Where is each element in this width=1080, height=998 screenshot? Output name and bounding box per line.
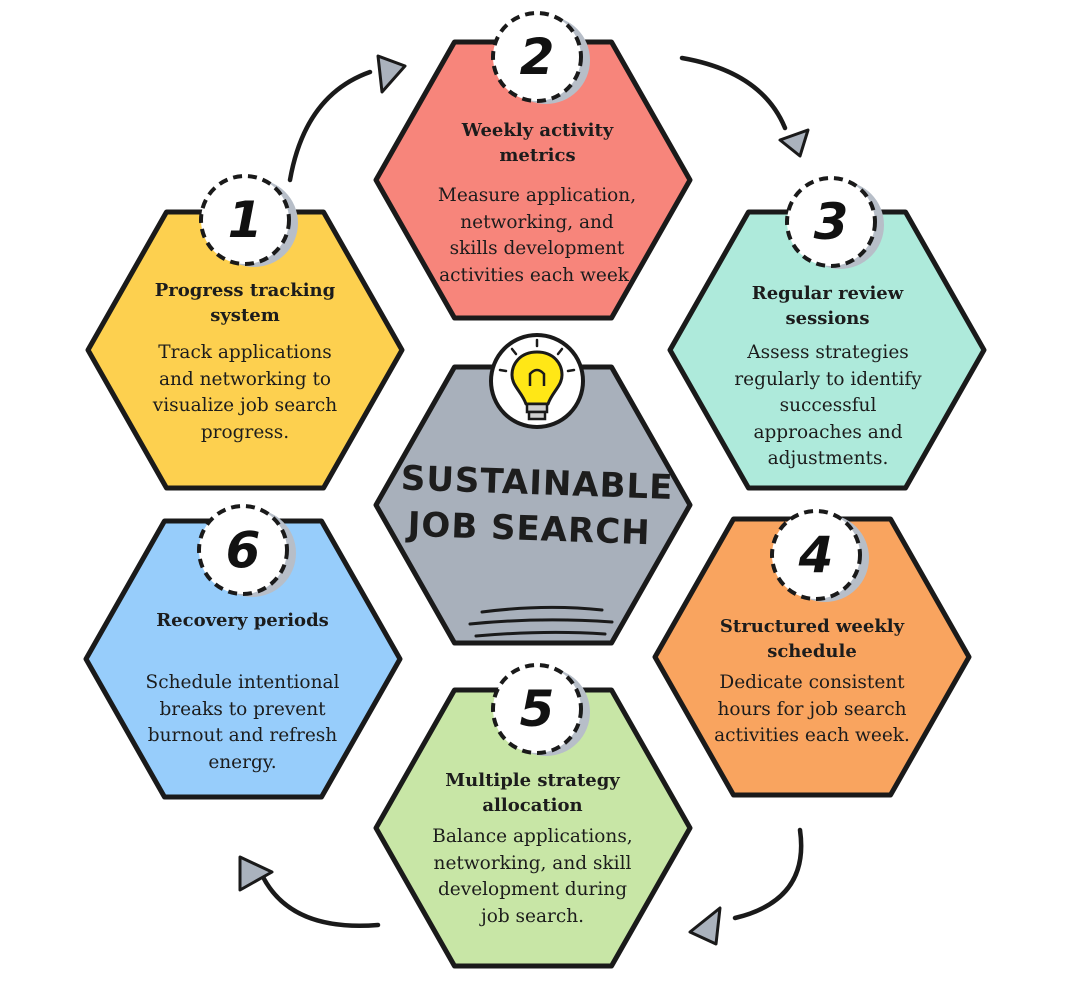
step-title-line: Progress tracking	[154, 280, 336, 301]
center-scribble	[468, 605, 614, 638]
step-title-6: Recovery periods	[90, 608, 395, 633]
step-description-3: Assess strategies regularly to identify su…	[668, 340, 988, 473]
step-description-line: burnout and refresh	[147, 725, 338, 746]
step-description-line: hours for job search	[717, 698, 907, 720]
step-title-4: Structured weekly schedule	[662, 614, 962, 664]
step-description-line: Track applications	[158, 342, 332, 363]
step-hexagon-2	[373, 39, 693, 321]
step-description-line: skills development	[449, 238, 625, 259]
cycle-arrow-1	[287, 69, 373, 183]
step-hexagon-4	[652, 516, 972, 798]
step-number-3: 3	[813, 193, 849, 251]
step-hexagon-3	[667, 209, 987, 491]
step-number-5: 5	[519, 680, 555, 738]
step-title-5: Multiple strategy allocation	[385, 768, 680, 818]
step-title-line: sessions	[785, 308, 870, 329]
step-description-6: Schedule intentional breaks to prevent bur…	[85, 670, 400, 776]
arrow-head-icon	[376, 54, 407, 94]
step-description-line: networking, and	[460, 211, 614, 233]
step-description-line: job search.	[480, 905, 585, 927]
step-description-line: successful	[779, 395, 877, 416]
step-badge-5	[491, 663, 583, 755]
step-hexagon-5	[373, 687, 693, 969]
arrow-head-icon	[238, 855, 274, 892]
step-number-1: 1	[227, 191, 263, 249]
cycle-arrow-3	[732, 827, 804, 921]
step-title-line: metrics	[499, 145, 576, 166]
step-hexagon-1	[85, 209, 405, 491]
step-description-line: adjustments.	[767, 448, 889, 469]
step-description-line: activities each week.	[714, 725, 910, 746]
step-description-line: and networking to	[158, 368, 332, 390]
step-badge-2	[491, 11, 583, 103]
center-title: SUSTAINABLE JOB SEARCH	[398, 455, 674, 556]
step-description-line: breaks to prevent	[159, 698, 326, 720]
step-title-line: Recovery periods	[156, 610, 329, 631]
center-hexagon	[373, 364, 693, 646]
step-description-4: Dedicate consistent hours for job search a…	[662, 670, 962, 750]
step-title-line: allocation	[482, 795, 583, 816]
arrow-head-icon	[688, 906, 722, 946]
step-title-3: Regular review sessions	[665, 281, 990, 331]
step-badge-6	[197, 504, 289, 596]
step-description-line: energy.	[208, 751, 277, 773]
step-title-line: schedule	[767, 641, 857, 662]
light-bulb-icon	[489, 333, 585, 429]
step-number-6: 6	[225, 521, 261, 579]
step-badge-3	[785, 176, 877, 268]
step-number-4: 4	[798, 526, 834, 584]
step-description-5: Balance applications, networking, and ski…	[375, 824, 690, 930]
step-description-line: networking, and skill	[433, 852, 632, 874]
step-title-line: Weekly activity	[461, 120, 614, 141]
step-description-line: Schedule intentional	[145, 672, 340, 693]
center-title-line2: JOB SEARCH	[407, 504, 652, 554]
step-description-line: visualize job search	[152, 395, 338, 416]
step-description-line: approaches and	[753, 421, 903, 443]
step-number-2: 2	[519, 28, 555, 86]
step-description-1: Track applications and networking to visua…	[90, 340, 400, 446]
step-description-line: Dedicate consistent	[719, 672, 905, 693]
step-title-1: Progress tracking system	[90, 278, 400, 328]
step-description-line: development during	[437, 879, 628, 900]
step-description-line: Balance applications,	[432, 826, 633, 847]
step-title-line: Structured weekly	[719, 616, 905, 637]
step-hexagon-6	[83, 518, 403, 800]
step-title-2: Weekly activity metrics	[385, 118, 690, 168]
step-description-line: Assess strategies	[747, 342, 909, 363]
step-title-line: Multiple strategy	[445, 770, 620, 791]
step-description-line: regularly to identify	[734, 368, 922, 390]
step-description-2: Measure application, networking, and skill…	[372, 183, 702, 289]
cycle-arrow-4	[259, 872, 381, 928]
step-description-line: Measure application,	[437, 185, 637, 206]
step-badge-1	[199, 174, 291, 266]
arrow-head-icon	[778, 128, 810, 158]
step-description-line: progress.	[200, 421, 290, 443]
step-title-line: Regular review	[751, 283, 904, 304]
step-description-line: activities each week.	[439, 264, 635, 286]
step-title-line: system	[210, 305, 280, 326]
cycle-arrow-2	[679, 55, 788, 131]
step-badge-4	[770, 509, 862, 601]
